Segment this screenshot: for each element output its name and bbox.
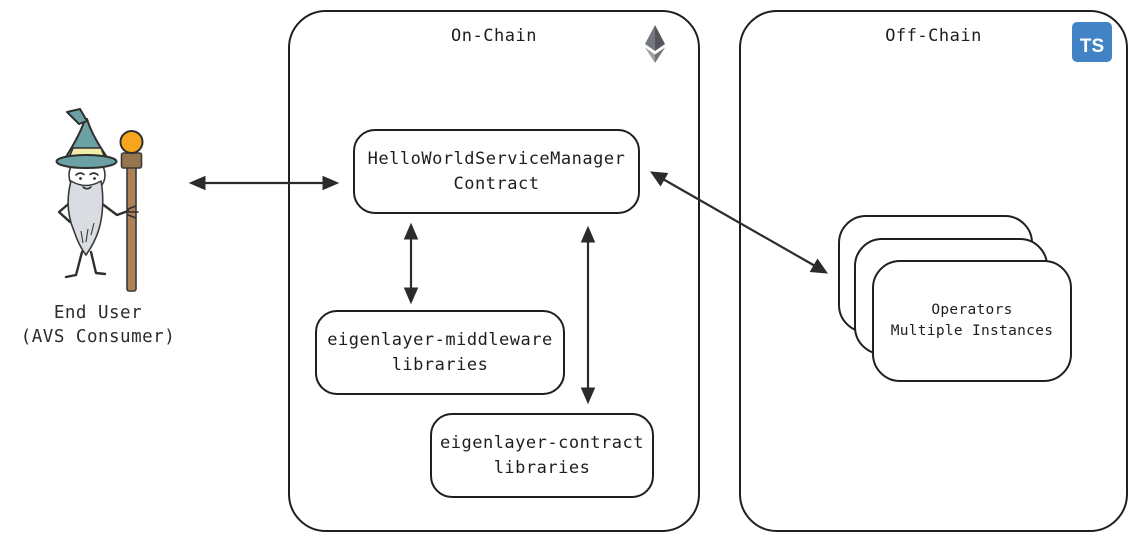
operators-line2: Multiple Instances <box>890 323 1054 339</box>
wizard-hat-brim <box>55 154 118 169</box>
on-chain-title: On-Chain <box>451 26 537 46</box>
service-manager-line2: Contract <box>453 173 540 194</box>
end-user-label: End User (AVS Consumer) <box>10 301 186 349</box>
operators-line1: Operators <box>931 302 1013 318</box>
contract-libs-line2: libraries <box>493 457 591 478</box>
end-user-line2: (AVS Consumer) <box>20 327 176 347</box>
wizard-right-eye <box>93 177 96 180</box>
off-chain-title: Off-Chain <box>885 26 982 46</box>
wizard-smile <box>82 186 92 190</box>
operators-card-front: Operators Multiple Instances <box>872 260 1072 382</box>
wizard-hat-band <box>68 147 106 159</box>
staff-orb <box>119 130 144 154</box>
contract-libs-line1: eigenlayer-contract <box>440 432 644 453</box>
staff-rod <box>126 164 137 292</box>
wizard-hat-cone <box>63 118 110 161</box>
eigenlayer-contract-node: eigenlayer-contract libraries <box>430 413 654 498</box>
end-user-line1: End User <box>53 303 143 323</box>
middleware-line1: eigenlayer-middleware <box>327 329 553 350</box>
wizard-hand <box>127 205 139 219</box>
typescript-icon-label: TS <box>1079 36 1105 57</box>
wizard-illustration <box>55 108 144 292</box>
wizard-hat-tip <box>66 108 88 125</box>
typescript-icon: TS <box>1072 22 1112 62</box>
wizard-head <box>68 156 106 194</box>
wizard-beard <box>67 180 104 256</box>
service-manager-contract-node: HelloWorldServiceManager Contract <box>353 129 640 214</box>
wizard-right-arm <box>99 201 130 217</box>
eigenlayer-middleware-node: eigenlayer-middleware libraries <box>315 310 565 395</box>
wizard-right-leg <box>89 250 107 276</box>
staff-cap <box>120 152 143 169</box>
wizard-left-leg <box>64 250 84 279</box>
wizard-left-eye <box>79 177 82 180</box>
wizard-beard-strands <box>80 222 95 244</box>
service-manager-line1: HelloWorldServiceManager <box>367 148 626 169</box>
middleware-line2: libraries <box>391 354 489 375</box>
wizard-left-arm <box>57 199 74 224</box>
wizard-eyebrows <box>75 172 99 176</box>
